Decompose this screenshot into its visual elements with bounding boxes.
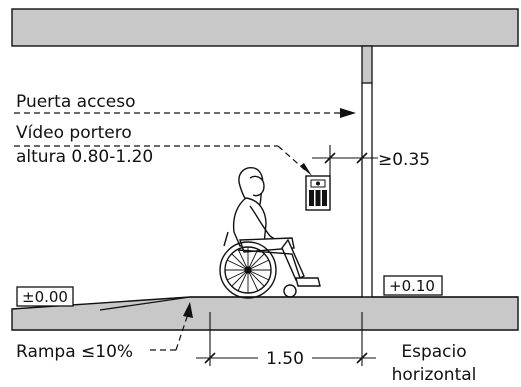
- ramp-label: Rampa ≤10%: [16, 342, 133, 362]
- width-dimension: [196, 312, 376, 366]
- door-access-label: Puerta acceso: [16, 92, 136, 112]
- level-right-label: +0.10: [389, 277, 435, 295]
- wall-stub: [361, 45, 373, 84]
- door-leader: [14, 108, 356, 118]
- width-label: 1.50: [266, 349, 304, 369]
- ramp-leader: [150, 302, 193, 351]
- floor-slab: [11, 296, 519, 331]
- door-jamb: [361, 83, 373, 298]
- wheelchair-user-icon: [219, 167, 321, 299]
- ramp-surface: [99, 296, 362, 311]
- space-label-line2: horizontal: [392, 365, 477, 385]
- intercom-label-line1: Vídeo portero: [16, 123, 132, 143]
- level-right-box: +0.10: [383, 275, 443, 296]
- intercom-leader: [14, 145, 312, 176]
- level-left-box: ±0.00: [16, 286, 74, 307]
- space-label-line1: Espacio: [401, 342, 466, 362]
- ceiling-slab: [11, 8, 519, 47]
- intercom-label-line2: altura 0.80-1.20: [16, 147, 153, 167]
- offset-label: ≥0.35: [378, 150, 430, 170]
- level-left-label: ±0.00: [22, 288, 68, 306]
- video-intercom-icon: [305, 175, 331, 211]
- offset-dimension: [312, 145, 378, 176]
